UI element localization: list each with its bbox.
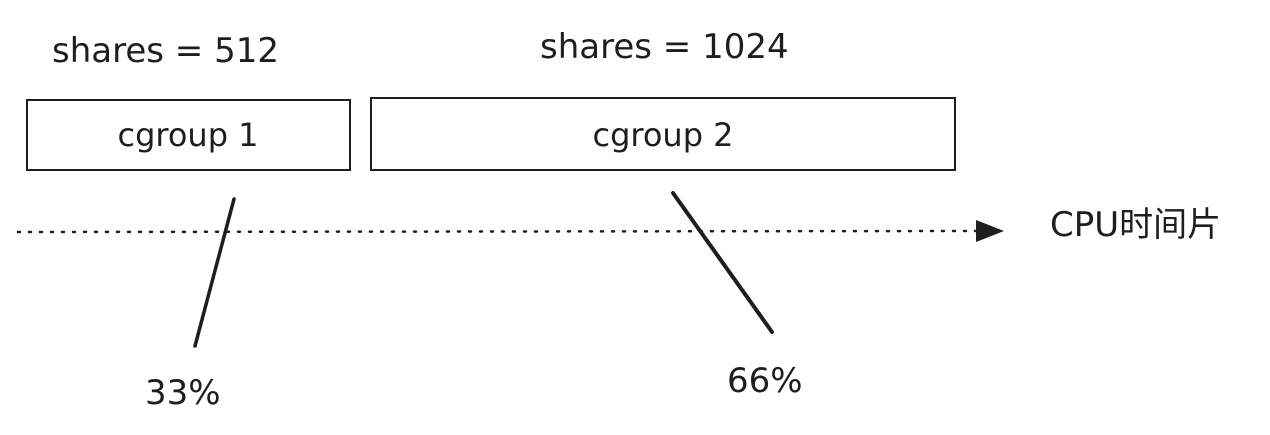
cgroup-1-shares-label: shares = 512 [52, 31, 279, 71]
cgroup-2-box: cgroup 2 [370, 97, 956, 171]
cpu-timeline-line [16, 229, 980, 234]
cgroup-2-percent: 66% [727, 361, 803, 401]
cgroup-2-pointer-line [671, 191, 774, 334]
cgroup-1-label: cgroup 1 [117, 116, 258, 154]
cgroup-1-box: cgroup 1 [26, 99, 351, 171]
cpu-timeline-label: CPU时间片 [1050, 205, 1221, 245]
arrow-right-icon [976, 220, 1004, 242]
cgroup-1-percent: 33% [145, 373, 221, 413]
cgroup-1-pointer-line [193, 197, 236, 348]
cgroup-2-label: cgroup 2 [592, 116, 733, 154]
cgroup-2-shares-label: shares = 1024 [540, 27, 789, 67]
